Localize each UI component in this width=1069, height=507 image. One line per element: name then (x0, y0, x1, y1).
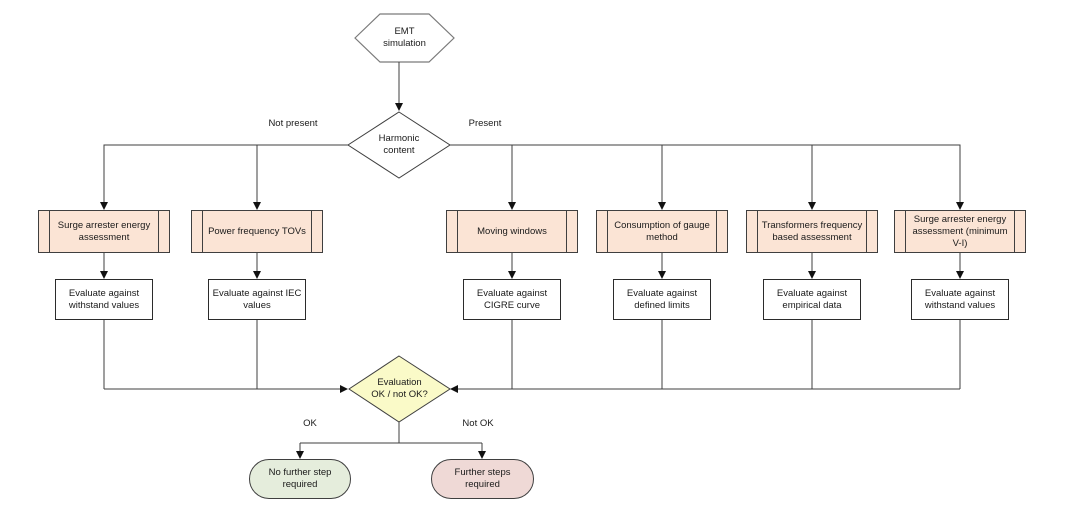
evaluate-box-empirical-data: Evaluate against empirical data (763, 279, 861, 320)
arrowhead-eval2 (253, 271, 261, 279)
evaluate-box-withstand-values-2: Evaluate against withstand values (911, 279, 1009, 320)
edge-right-rail (450, 144, 961, 202)
arrowhead-col2 (253, 202, 261, 210)
edge-left-rail (103, 144, 348, 202)
evaluate-box-iec-values: Evaluate against IEC values (208, 279, 306, 320)
process-box-transformers-frequency: Transformers frequency based assessment (746, 210, 878, 253)
process-box-moving-windows: Moving windows (446, 210, 578, 253)
process-box-surge-arrester-minimum-vi: Surge arrester energy assessment (minimu… (894, 210, 1026, 253)
process-box-consumption-gauge: Consumption of gauge method (596, 210, 728, 253)
branch-label-present: Present (468, 118, 502, 129)
end-node-further-steps: Further steps required (431, 459, 534, 499)
arrowhead-eval6 (956, 271, 964, 279)
end-node-no-further-step: No further step required (249, 459, 351, 499)
edges-right-merge-drops (511, 320, 961, 389)
arrowhead-into-ok (296, 451, 304, 459)
arrowhead-eval3 (508, 271, 516, 279)
start-hexagon-shape (354, 13, 455, 63)
evaluate-box-defined-limits: Evaluate against defined limits (613, 279, 711, 320)
arrowhead-col5 (808, 202, 816, 210)
edges-left-merge-drops (103, 320, 258, 389)
process-box-power-frequency-tovs: Power frequency TOVs (191, 210, 323, 253)
arrowhead-col4 (658, 202, 666, 210)
edges-process-to-evaluate (103, 253, 961, 271)
harmonic-decision-shape (347, 111, 451, 179)
arrowhead-col6 (956, 202, 964, 210)
arrowhead-eval4 (658, 271, 666, 279)
arrowhead-into-evaluation-left (340, 385, 348, 393)
evaluation-decision-shape (348, 355, 451, 423)
arrowhead-eval5 (808, 271, 816, 279)
branch-label-ok: OK (303, 418, 317, 429)
arrowhead-into-harmonic (395, 103, 403, 111)
arrowhead-into-evaluation-right (450, 385, 458, 393)
branch-label-not-ok: Not OK (462, 418, 494, 429)
evaluate-box-withstand-values-1: Evaluate against withstand values (55, 279, 153, 320)
arrowhead-col3 (508, 202, 516, 210)
edges-outcomes (299, 422, 483, 451)
arrowhead-col1 (100, 202, 108, 210)
evaluate-box-cigre-curve: Evaluate against CIGRE curve (463, 279, 561, 320)
arrowhead-into-not-ok (478, 451, 486, 459)
arrowhead-eval1 (100, 271, 108, 279)
process-box-surge-arrester-energy: Surge arrester energy assessment (38, 210, 170, 253)
branch-label-not-present: Not present (268, 118, 318, 129)
